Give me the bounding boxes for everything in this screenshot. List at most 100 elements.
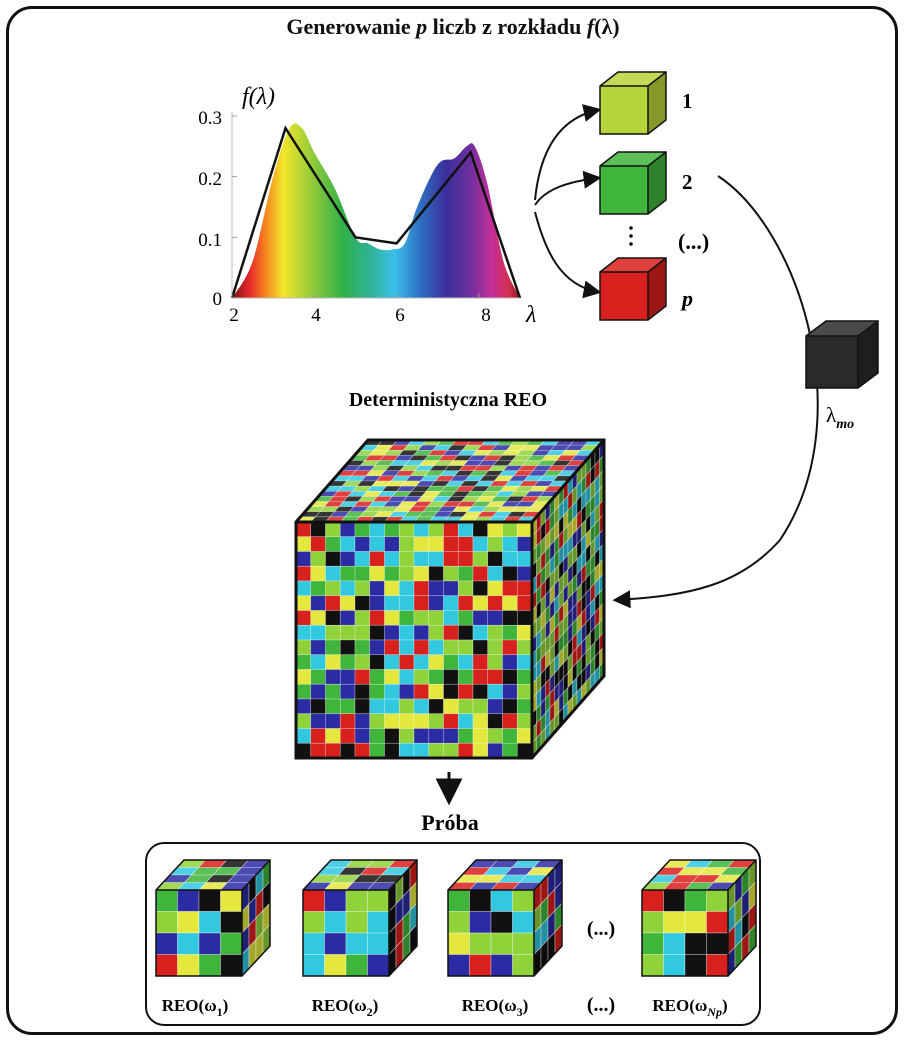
cube-cell xyxy=(354,565,371,582)
cube-cell xyxy=(472,521,489,538)
cube-cell xyxy=(220,954,243,977)
cube-cell xyxy=(457,610,474,626)
cube-cell xyxy=(443,654,459,670)
cube-cell xyxy=(295,654,312,670)
cube-cell xyxy=(447,911,470,934)
cube-cell xyxy=(457,698,474,715)
sample-label-np: REO(ωNp) xyxy=(652,996,727,1019)
cube-cell xyxy=(457,624,474,641)
cube-cell xyxy=(516,536,533,552)
cube-cell xyxy=(354,580,371,597)
cube-cell xyxy=(367,954,390,977)
cube-cell xyxy=(325,683,341,700)
cube-cell xyxy=(310,551,326,567)
cube-cell xyxy=(220,932,243,955)
cube-cell xyxy=(487,536,503,552)
cube-cell xyxy=(457,683,474,700)
cube-cell xyxy=(516,595,533,611)
cube-cell xyxy=(302,954,325,977)
cube-cell xyxy=(516,580,533,597)
cube-cell xyxy=(490,954,513,977)
cube-cell xyxy=(487,713,503,729)
cube-cell xyxy=(706,911,729,934)
cube-cell xyxy=(310,713,326,729)
cube-cell xyxy=(428,610,444,626)
cube-cell xyxy=(512,954,535,977)
cube-cell xyxy=(502,728,518,744)
cube-cell xyxy=(325,742,341,759)
cube-cell xyxy=(324,889,347,912)
cube-cell xyxy=(398,654,415,670)
cube-cell xyxy=(155,889,178,912)
cube-cell xyxy=(502,742,518,759)
cube-cell xyxy=(339,580,356,597)
cube-cell xyxy=(369,639,385,656)
cube-cell xyxy=(384,728,400,744)
cube-outline xyxy=(641,859,757,977)
cube-cell xyxy=(198,889,221,912)
cube-cell xyxy=(599,271,649,321)
sample-cube-2 xyxy=(302,859,418,977)
cube-cell xyxy=(310,610,326,626)
cube-cell xyxy=(472,728,489,744)
cube-cell xyxy=(443,639,459,656)
cube-cell xyxy=(384,713,400,729)
cube-label-1: 1 xyxy=(682,89,693,113)
cube-cell xyxy=(369,742,385,759)
cube-cell xyxy=(302,932,325,955)
cube-cell xyxy=(339,728,356,744)
cube-cell xyxy=(472,610,489,626)
cube-cell xyxy=(198,954,221,977)
cube-cell xyxy=(295,610,312,626)
cube-cell xyxy=(516,728,533,744)
cube-cell xyxy=(155,932,178,955)
cube-cell xyxy=(369,595,385,611)
cube-cell xyxy=(354,713,371,729)
cube-cell xyxy=(325,565,341,582)
cube-cell xyxy=(354,536,371,552)
sample-box xyxy=(145,842,761,1026)
cube-cell xyxy=(472,580,489,597)
deterministic-title: Deterministyczna REO xyxy=(349,389,547,411)
cube-cell xyxy=(413,595,430,611)
x-tick-6: 6 xyxy=(395,305,405,326)
cube-cell xyxy=(398,728,415,744)
cube-cell xyxy=(325,624,341,641)
cube-cell xyxy=(487,742,503,759)
cube-cell xyxy=(516,742,533,759)
cube-cell xyxy=(457,565,474,582)
cube-cell xyxy=(516,624,533,641)
cube-cell xyxy=(469,911,492,934)
cube-cell xyxy=(354,624,371,641)
cube-cell xyxy=(295,728,312,744)
cube-cell xyxy=(684,954,707,977)
cube-cell xyxy=(516,551,533,567)
arrow-to-deterministic-reo xyxy=(612,175,819,609)
cube-cell xyxy=(472,639,489,656)
cube-cell xyxy=(457,639,474,656)
cube-cell xyxy=(599,165,649,215)
cube-cell xyxy=(413,565,430,582)
cube-cell xyxy=(354,698,371,715)
cube-outline xyxy=(294,438,606,760)
cube-cell xyxy=(487,639,503,656)
title-prefix: Generowanie xyxy=(286,14,417,39)
lambda-mo-label: λmo xyxy=(826,403,854,432)
cube-cell xyxy=(487,624,503,641)
cube-cell xyxy=(310,683,326,700)
cube-cell xyxy=(354,595,371,611)
cube-cell xyxy=(367,911,390,934)
cube-cell xyxy=(310,639,326,656)
cube-cell xyxy=(339,683,356,700)
cube-cell xyxy=(502,683,518,700)
cube-cell xyxy=(339,713,356,729)
cube-cell xyxy=(398,551,415,567)
cube-cell xyxy=(487,698,503,715)
cube-cell xyxy=(706,932,729,955)
cube-cell xyxy=(339,565,356,582)
y-tick-0.3: 0.3 xyxy=(198,108,222,129)
cube-cell xyxy=(354,639,371,656)
cube-cell xyxy=(502,565,518,582)
y-tick-0.1: 0.1 xyxy=(198,230,222,251)
cube-cell xyxy=(369,610,385,626)
